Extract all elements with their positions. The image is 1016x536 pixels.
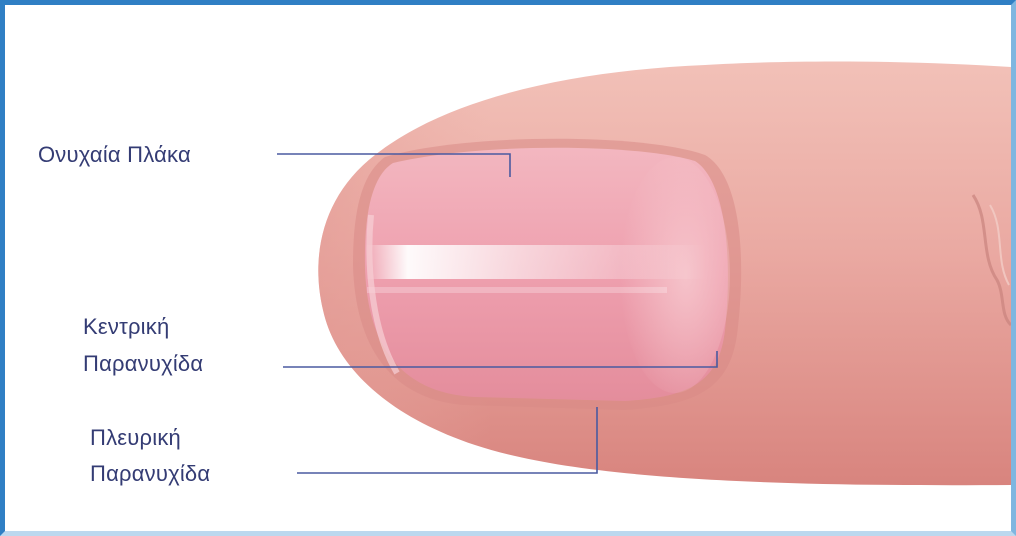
fingertip-illustration xyxy=(5,5,1011,531)
label-central-paronychium-line1: Κεντρική xyxy=(83,313,169,341)
label-central-paronychium-line2: Παρανυχίδα xyxy=(83,350,203,378)
label-nail-plate: Ονυχαία Πλάκα xyxy=(38,141,191,169)
nail-highlight xyxy=(367,245,707,279)
label-lateral-paronychium-line1: Πλευρική xyxy=(90,424,181,452)
label-lateral-paronychium-line2: Παρανυχίδα xyxy=(90,460,210,488)
